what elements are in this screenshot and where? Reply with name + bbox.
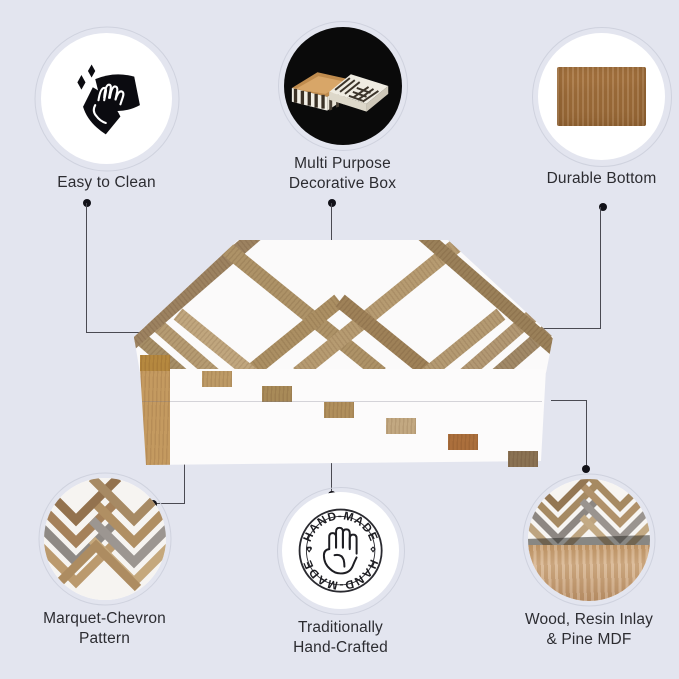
- connector-dot: [582, 465, 590, 473]
- feature-easy-to-clean[interactable]: Easy to Clean: [29, 26, 184, 193]
- box-lid: [134, 240, 553, 373]
- feature-icon-circle: [43, 478, 166, 600]
- feature-icon-circle: [528, 479, 650, 601]
- connector-segment: [86, 332, 190, 334]
- feature-icon-circle: [283, 27, 402, 145]
- hand-made-stamp-icon: HAND-MADE HAND-MADE: [298, 508, 383, 593]
- front-stripe-top: [202, 371, 232, 387]
- circle-ring: [277, 21, 408, 151]
- product-image: [118, 233, 561, 467]
- heart-ornament-icon: [370, 546, 376, 553]
- feature-icon-circle: [41, 33, 172, 164]
- feature-label: Durable Bottom: [546, 170, 657, 187]
- front-stripe-top: [386, 418, 416, 434]
- connector-segment: [585, 400, 587, 468]
- feature-wood-resin-inlay-pine-mdf[interactable]: Wood, Resin Inlay & Pine MDF: [503, 473, 675, 650]
- connector-dot: [598, 203, 607, 211]
- front-stripe-top: [324, 402, 354, 418]
- feature-durable-bottom[interactable]: Durable Bottom: [524, 26, 679, 189]
- feature-label: Wood, Resin Inlay & Pine MDF: [524, 611, 654, 648]
- feature-icon-wrap: [522, 473, 656, 607]
- circle-ring: [38, 472, 171, 606]
- front-stripe-top: [508, 451, 538, 467]
- front-stripe: [140, 369, 170, 465]
- lid-seam-line: [142, 401, 542, 403]
- connector-easy-to-clean: [82, 199, 190, 335]
- front-stripe-top: [262, 386, 292, 402]
- circle-ring: [522, 473, 656, 607]
- connector-segment: [551, 400, 587, 402]
- hand-icon: [322, 526, 358, 575]
- connector-durable-bottom: [520, 203, 607, 331]
- feature-traditionally-hand-crafted[interactable]: HAND-MADE HAND-MADE: [263, 486, 418, 658]
- wooden-base-panel-photo: [557, 67, 646, 126]
- circle-ring: [34, 26, 179, 171]
- feature-multi-purpose-decorative-box[interactable]: Multi Purpose Decorative Box: [265, 21, 420, 194]
- connector-segment: [331, 452, 333, 494]
- feature-label: Easy to Clean: [57, 174, 156, 191]
- connector-segment: [331, 203, 333, 263]
- feature-label: Traditionally Hand-Crafted: [293, 619, 388, 656]
- circle-ring: [276, 486, 405, 615]
- hand-wiping-cloth-sparkle-icon: [77, 64, 140, 135]
- stamp-bottom-text: HAND-MADE: [301, 557, 380, 591]
- connector-segment: [520, 328, 601, 330]
- connector-segment: [600, 207, 602, 329]
- open-box-with-lid-photo: [291, 72, 388, 112]
- connector-multi-purpose: [327, 199, 336, 265]
- chevron-inlay-closeup-photo: [43, 478, 166, 600]
- feature-icon-circle: [538, 33, 665, 160]
- connector-wood-resin: [551, 400, 590, 473]
- feature-icon-wrap: [531, 26, 672, 167]
- feature-icon-wrap: HAND-MADE HAND-MADE: [276, 486, 405, 615]
- feature-icon-wrap: [277, 21, 408, 151]
- heart-ornament-icon: [306, 546, 312, 553]
- feature-marquet-chevron-pattern[interactable]: Marquet-Chevron Pattern: [22, 472, 187, 649]
- feature-label: Multi Purpose Decorative Box: [288, 155, 397, 192]
- front-stripe-top: [448, 434, 478, 450]
- feature-label: Marquet-Chevron Pattern: [43, 610, 166, 647]
- feature-icon-circle: HAND-MADE HAND-MADE: [282, 492, 399, 609]
- front-stripe-top: [140, 355, 170, 371]
- feature-icon-wrap: [38, 472, 171, 606]
- feature-icon-wrap: [34, 26, 179, 171]
- connector-segment: [184, 450, 186, 504]
- circle-ring: [531, 26, 672, 167]
- pine-mdf-band: [528, 544, 650, 601]
- connector-segment: [153, 503, 185, 505]
- connector-segment: [86, 203, 88, 333]
- stamp-top-text: HAND-MADE: [301, 509, 380, 543]
